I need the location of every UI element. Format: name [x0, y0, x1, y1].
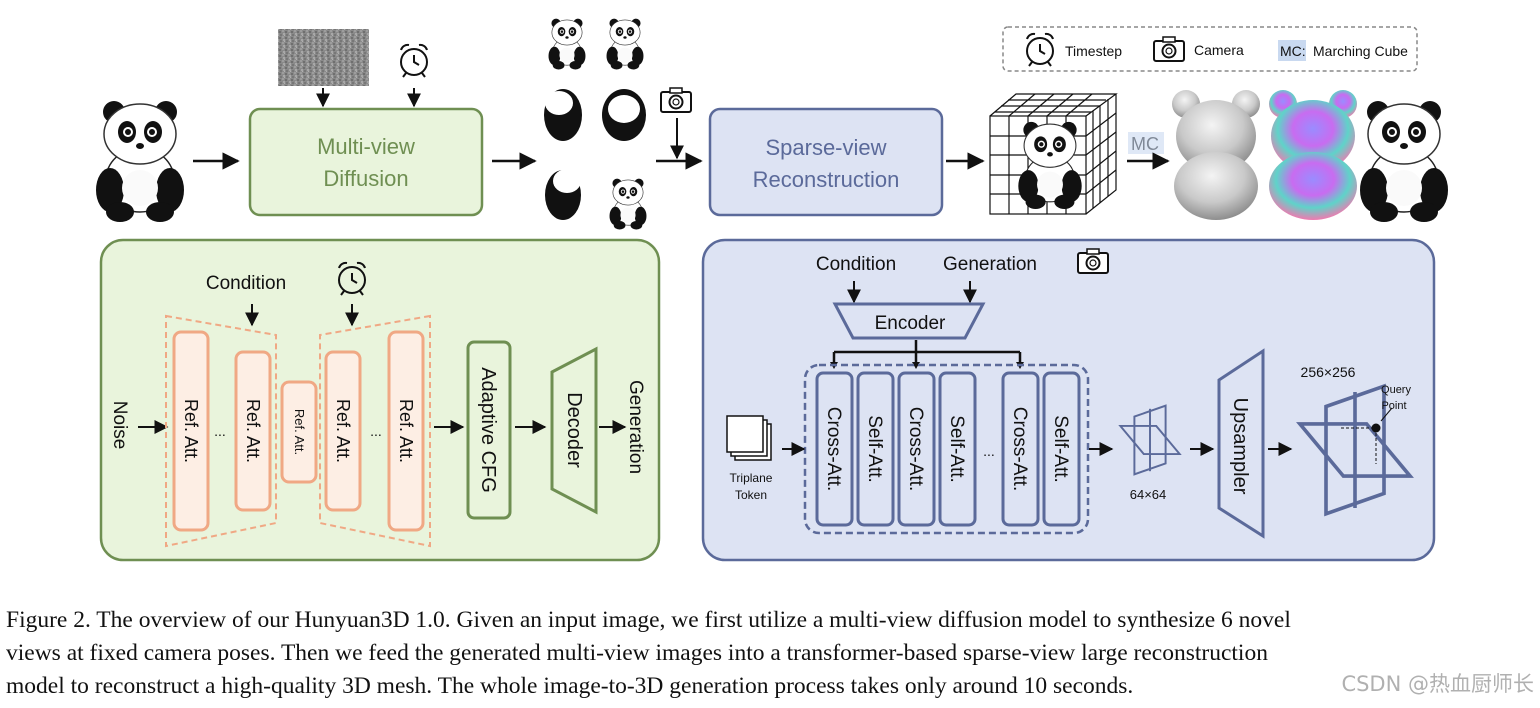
caption-line-2: views at fixed camera poses. Then we fee… [6, 640, 1268, 666]
upsampler-label: Upsampler [1229, 398, 1251, 495]
multiview-diffusion-label-1: Multi-view [317, 134, 415, 159]
right-condition-label: Condition [816, 254, 896, 275]
query-point-dot [1371, 423, 1381, 433]
self-att-label-3: Self-Att. [1050, 415, 1071, 483]
legend-timestep-label: Timestep [1065, 43, 1122, 59]
triplane-token-label-2: Token [735, 488, 767, 502]
noise-label: Noise [109, 401, 130, 450]
self-att-label-2: Self-Att. [946, 415, 967, 483]
diffusion-detail-panel: Condition Noise Ref. Att. Ref. Att. Ref.… [99, 238, 661, 562]
camera-icon [1153, 36, 1185, 62]
sparseview-label-1: Sparse-view [765, 135, 886, 160]
multiview-diffusion-box: Multi-view Diffusion [248, 107, 484, 217]
caption-line-3: model to reconstruct a high-quality 3D m… [6, 673, 1134, 699]
encoder-label: Encoder [875, 313, 946, 334]
ref-att-label-2: Ref. Att. [243, 399, 263, 463]
legend: Timestep Camera MC: Marching Cube [1002, 26, 1418, 72]
query-point-label-1: Query [1381, 384, 1411, 396]
ref-att-label-3: Ref. Att. [333, 399, 353, 463]
triplane-token-label-1: Triplane [730, 471, 773, 485]
camera-icon [1077, 248, 1109, 274]
sparseview-reconstruction-box: Sparse-view Reconstruction [708, 107, 944, 217]
triplane-token-icon [726, 415, 772, 461]
legend-camera-label: Camera [1194, 42, 1244, 58]
cross-att-label-2: Cross-Att. [905, 407, 926, 491]
legend-mc-key: MC: [1280, 43, 1306, 59]
reconstruction-detail-panel: Condition Generation Encoder Cross-Att. … [701, 238, 1436, 562]
watermark: CSDN @热血厨师长 [1341, 672, 1534, 696]
right-generation-label: Generation [943, 254, 1037, 275]
cross-att-label-1: Cross-Att. [823, 407, 844, 491]
ref-att-label-mid: Ref. Att. [292, 409, 307, 455]
generated-views [544, 18, 647, 230]
size-256-label: 256×256 [1301, 364, 1356, 380]
noise-image [278, 29, 369, 86]
left-condition-label: Condition [206, 273, 286, 294]
output-mesh-textured [1359, 100, 1449, 223]
sparseview-label-2: Reconstruction [753, 167, 900, 192]
adaptive-cfg-label: Adaptive CFG [477, 367, 499, 493]
input-panda-image [95, 100, 185, 223]
camera-icon [660, 87, 692, 113]
ref-att-label-4: Ref. Att. [396, 399, 416, 463]
right-ellipsis: ... [983, 443, 995, 459]
cross-att-label-3: Cross-Att. [1009, 407, 1030, 491]
caption-line-1: Figure 2. The overview of our Hunyuan3D … [6, 607, 1291, 633]
multiview-diffusion-label-2: Diffusion [323, 166, 408, 191]
decoder-label: Decoder [563, 392, 585, 468]
output-mesh-clay [1172, 90, 1260, 220]
legend-mc-label: Marching Cube [1313, 43, 1408, 59]
size-64-label: 64×64 [1130, 487, 1167, 502]
ref-att-label-1: Ref. Att. [181, 399, 201, 463]
timestep-icon [400, 43, 428, 78]
overview-figure: Timestep Camera MC: Marching Cube Multi-… [95, 18, 1449, 562]
query-point-label-2: Point [1381, 400, 1406, 412]
left-ellipsis-1: ... [214, 423, 226, 439]
left-ellipsis-2: ... [370, 423, 382, 439]
left-generation-label: Generation [625, 380, 646, 474]
output-mesh-normal [1269, 90, 1357, 220]
self-att-label-1: Self-Att. [864, 415, 885, 483]
figure-caption: Figure 2. The overview of our Hunyuan3D … [6, 604, 1536, 703]
